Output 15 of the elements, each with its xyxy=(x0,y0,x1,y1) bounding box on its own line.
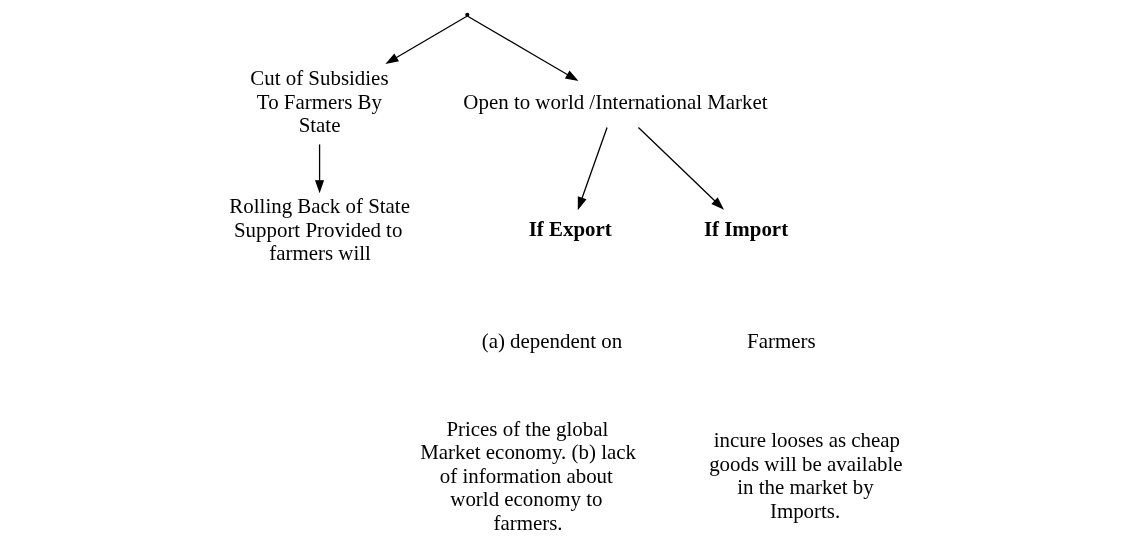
node-label: Farmers xyxy=(747,328,816,353)
node-text: If Import xyxy=(703,216,789,241)
arrow xyxy=(315,143,325,194)
node-label: incure looses as cheap goods will be available in the market by Imports. xyxy=(709,428,903,523)
node-point xyxy=(465,12,470,17)
node-label: Prices of the global Market economy. (b) lack of information about world economy to farmers. xyxy=(420,416,636,535)
node-text: Rolling Back of State Support Provided to farmers will xyxy=(229,194,410,266)
arrow xyxy=(637,126,724,210)
node-text: Cut of Subsidies To Farmers By State xyxy=(250,66,389,138)
arrow xyxy=(467,15,579,82)
node-text: If Export xyxy=(528,216,612,241)
arrow xyxy=(385,15,468,64)
arrow xyxy=(577,126,608,211)
node-text: Open to world /International Market xyxy=(463,89,768,114)
node-label: (a) dependent on xyxy=(481,328,623,353)
